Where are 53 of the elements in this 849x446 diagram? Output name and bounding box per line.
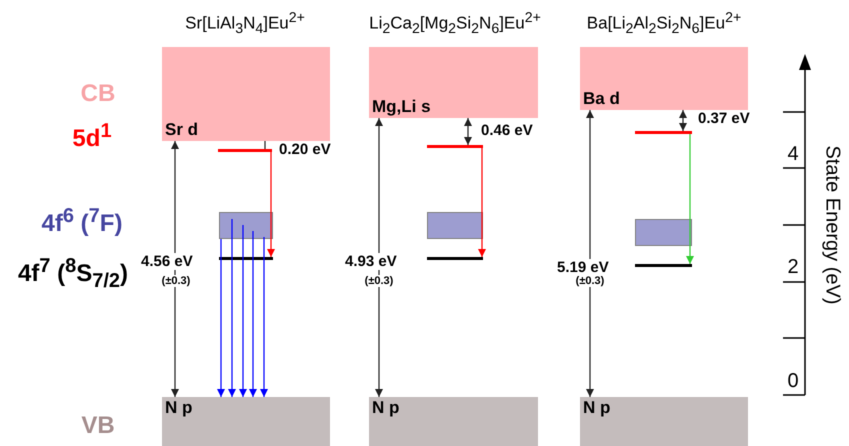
edge-label: 5.19 eV (556, 259, 610, 276)
band-name: VB (81, 412, 115, 440)
energy-level-line (427, 257, 483, 260)
uncertainty-note: (±0.3) (576, 275, 604, 287)
double-arrow (375, 118, 383, 397)
connector-line (264, 141, 266, 149)
conduction-band (369, 47, 538, 118)
valence-band (369, 397, 538, 446)
double-arrow (464, 118, 472, 145)
energy-level-line (427, 145, 483, 148)
energy-level-line (218, 149, 272, 152)
axis-title: State Energy (eV) (820, 146, 844, 304)
level-name: 5d$^{1}$ (72, 120, 112, 153)
tick-label: 4 (787, 143, 799, 166)
arrow (686, 134, 694, 264)
formula-title: Sr[LiAl$_{3}$N$_{4}$]Eu$^{2+}$ (185, 10, 305, 38)
tick-label: 0 (787, 370, 799, 393)
double-arrow (586, 110, 594, 397)
arrow (228, 219, 236, 397)
energy-level-line (219, 257, 273, 260)
edge-label: 4.93 eV (344, 253, 398, 270)
energy-level-line (635, 131, 692, 134)
energy-level-band (219, 212, 273, 239)
arrow (260, 237, 268, 397)
tick-label: 2 (787, 256, 799, 279)
band-label: N p (164, 397, 194, 419)
uncertainty-note: (±0.3) (364, 275, 394, 287)
double-arrow (679, 110, 687, 131)
energy-level-line (635, 264, 692, 267)
arrow (478, 148, 486, 257)
level-name: 4f$^{7}$ ($^{8}$S$_{7/2}$) (18, 255, 128, 293)
arrow (249, 231, 257, 397)
arrow (267, 152, 275, 257)
edge-label: 4.56 eV (140, 253, 194, 270)
level-name: 4f$^{6}$ ($^{7}$F) (42, 205, 122, 238)
band-label: N p (371, 397, 400, 419)
energy-level-band (635, 219, 692, 246)
uncertainty-note: (±0.3) (162, 275, 190, 287)
arrow (217, 239, 225, 397)
band-label: Mg,Li s (371, 96, 432, 118)
conduction-band (580, 47, 748, 110)
formula-title: Li$_{2}$Ca$_{2}$[Mg$_{2}$Si$_{2}$N$_{6}$]Eu$^{2+}$ (369, 10, 541, 38)
band-name: CB (80, 80, 116, 108)
energy-level-band (427, 212, 483, 239)
band-label: Ba d (582, 88, 621, 110)
band-label: Sr d (164, 119, 200, 141)
conduction-band (162, 47, 330, 141)
formula-title: Ba[Li$_{2}$Al$_{2}$Si$_{2}$N$_{6}$]Eu$^{2+}$ (586, 10, 742, 38)
arrow (239, 225, 247, 397)
band-label: N p (582, 397, 612, 419)
double-arrow (171, 141, 179, 397)
valence-band (162, 397, 330, 446)
valence-band (580, 397, 748, 446)
